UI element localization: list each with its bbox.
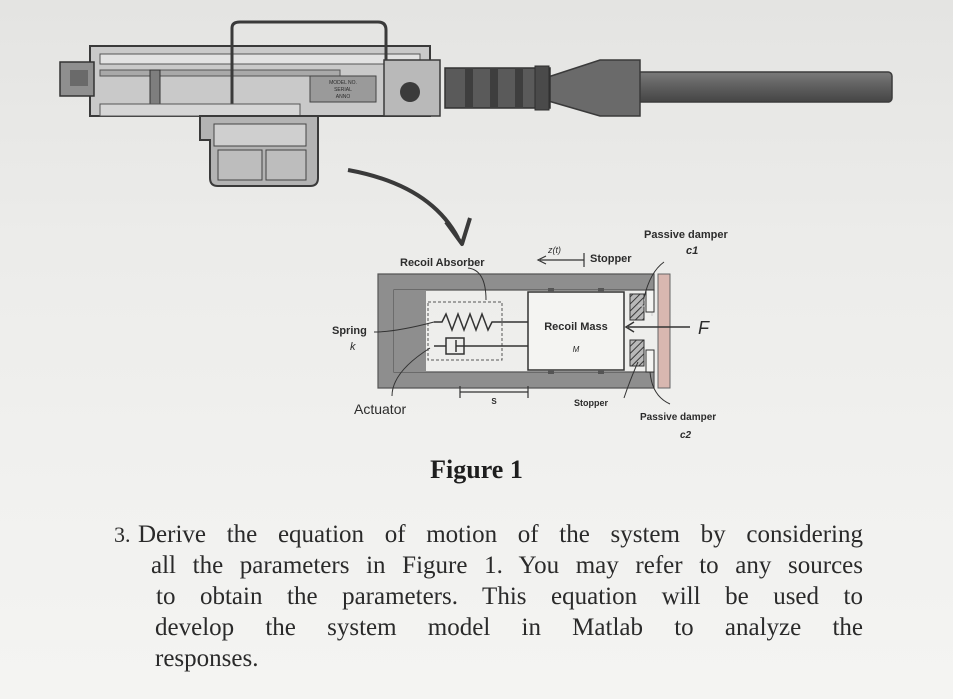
gun-charging-knob	[400, 82, 420, 102]
question-number: 3.	[114, 522, 131, 547]
svg-text:ANNO: ANNO	[336, 94, 351, 100]
spring-label: Spring	[332, 325, 367, 337]
question-line: develop the system model in Matlab to an…	[155, 614, 863, 641]
c2-symbol: c2	[680, 430, 692, 441]
gun-carry-handle	[230, 20, 388, 120]
spring-constant-symbol: k	[350, 341, 356, 353]
recoil-mass	[527, 291, 625, 371]
mass-symbol: M	[573, 345, 580, 354]
stopper-top-block	[629, 293, 645, 321]
recoil-absorber-box	[427, 301, 503, 361]
displacement-label: z(t)	[547, 245, 561, 255]
passive-damper-c2-label: Passive damper	[640, 412, 716, 423]
spring-k	[434, 311, 528, 333]
question-3: 3. Derive the equation of motion of the …	[114, 519, 863, 674]
passive-damper-c1-label: Passive damper	[644, 229, 728, 241]
damper-c2	[645, 349, 655, 373]
actuator-label: Actuator	[354, 401, 406, 417]
gun-barrel-collar	[544, 59, 641, 117]
zoom-arrow-head	[444, 217, 472, 246]
question-line: to obtain the parameters. This equation …	[156, 583, 863, 610]
question-line: all the parameters in Figure 1. You may …	[151, 552, 863, 579]
stopper-bottom-block	[629, 339, 645, 367]
damper-plate	[657, 273, 671, 389]
damper-c1	[638, 289, 655, 316]
recoil-schematic: Recoil Mass M F z(t) S	[332, 229, 728, 441]
recoil-mass-label: Recoil Mass	[544, 321, 608, 333]
question-line: Derive the equation of motion of the sys…	[138, 521, 863, 548]
figure-caption: Figure 1	[430, 455, 523, 484]
question-line: responses.	[155, 645, 259, 672]
stopper-bottom-label: Stopper	[574, 398, 608, 408]
recoil-absorber-label: Recoil Absorber	[400, 257, 485, 269]
stroke-label: S	[491, 397, 497, 406]
force-label: F	[698, 318, 710, 338]
gun-nameplate: MODEL NO. SERIAL ANNO	[309, 75, 377, 103]
svg-text:SERIAL: SERIAL	[334, 87, 352, 93]
c1-symbol: c1	[686, 245, 698, 257]
actuator-cylinder	[434, 337, 528, 355]
machine-gun-illustration: MODEL NO. SERIAL ANNO	[59, 20, 893, 187]
stopper-top-label: Stopper	[590, 253, 632, 265]
zoom-arrow	[347, 168, 460, 239]
svg-text:MODEL NO.: MODEL NO.	[329, 80, 357, 86]
